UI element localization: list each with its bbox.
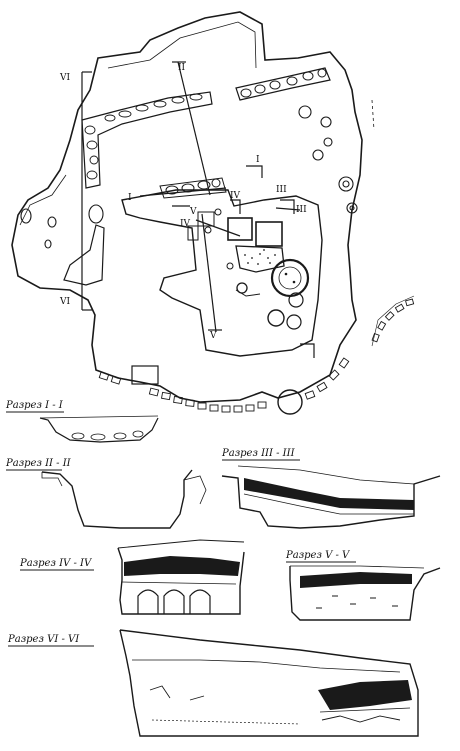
section-iii-dark-layer xyxy=(244,478,414,510)
section-ii-label: Разрез II - II xyxy=(5,458,72,469)
section-iii: Разрез III - III xyxy=(221,448,441,529)
section-iv-label: Разрез IV - IV xyxy=(19,558,93,569)
section-i-profile xyxy=(39,417,159,443)
section-iii-label: Разрез III - III xyxy=(221,448,296,459)
section-vi-dark-layer xyxy=(318,680,412,710)
site-plan: VI VI II I I III III IV IV V V xyxy=(11,11,415,415)
stone-wall-northeast xyxy=(235,67,331,101)
stone-row-south xyxy=(98,357,350,413)
section-iv-profile xyxy=(117,547,245,615)
mark-i-left: I xyxy=(128,193,132,203)
mark-vi-top: VI xyxy=(59,73,70,83)
mark-v-top: V xyxy=(189,207,197,217)
mark-v-bottom: V xyxy=(209,331,217,341)
mark-iv-a: IV xyxy=(180,219,191,229)
section-v-profile xyxy=(289,566,441,621)
well xyxy=(277,389,303,415)
mark-ii: II xyxy=(178,63,186,73)
central-structure xyxy=(121,189,323,357)
mark-iv-b: IV xyxy=(230,191,241,201)
section-iv-dark-layer xyxy=(124,556,240,576)
long-pit xyxy=(63,224,105,286)
mark-iii-top: III xyxy=(276,185,287,195)
section-v: Разрез V - V xyxy=(285,550,441,621)
section-iv: Разрез IV - IV xyxy=(19,539,245,615)
mark-i-right: I xyxy=(256,155,260,165)
section-i-label: Разрез I - I xyxy=(5,400,64,411)
section-v-label: Разрез V - V xyxy=(285,550,351,561)
mark-vi-bottom: VI xyxy=(59,297,70,307)
lower-pit xyxy=(131,365,159,385)
central-wall-stones xyxy=(159,177,227,199)
stone-arc-east xyxy=(371,295,415,347)
stone-wall-northwest xyxy=(81,91,213,189)
rooms-cluster xyxy=(226,217,310,330)
pits xyxy=(20,105,358,249)
section-ii-profile xyxy=(41,469,193,529)
section-vi-label: Разрез VI - VI xyxy=(7,634,80,645)
section-vi-profile xyxy=(119,629,419,737)
section-vi: Разрез VI - VI xyxy=(7,629,419,737)
section-ii: Разрез II - II xyxy=(5,458,207,529)
section-v-dark-layer xyxy=(300,572,412,588)
section-lines xyxy=(81,61,315,358)
section-i: Разрез I - I xyxy=(5,400,159,443)
mark-iii-right: III xyxy=(296,205,307,215)
